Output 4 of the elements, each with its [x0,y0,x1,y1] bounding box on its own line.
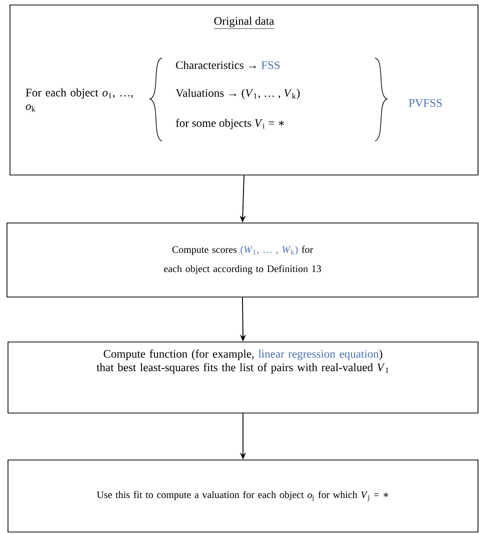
process-box: Original data For each object o$_{1}$, …, o$_{k}$ Characteristics → FSS Valuations → (V$_{1}$, … , V$_{k}$) for some objects V$_{i}$ = ∗ PVFSS [10,4,478,176]
process-box: Use this fit to compute a valuation for each object o$_{j}$ for which V$_{j}$ = ∗ [8,460,478,532]
process-box: Compute function (for example, linear regression equation) that best least-squares fits the list of pairs with real-valued V$_{1}$ [8,342,478,414]
process-box: Compute scores (W$_{1}$, … , W$_{k}$) for each object according to Definition 13 [6,222,478,298]
